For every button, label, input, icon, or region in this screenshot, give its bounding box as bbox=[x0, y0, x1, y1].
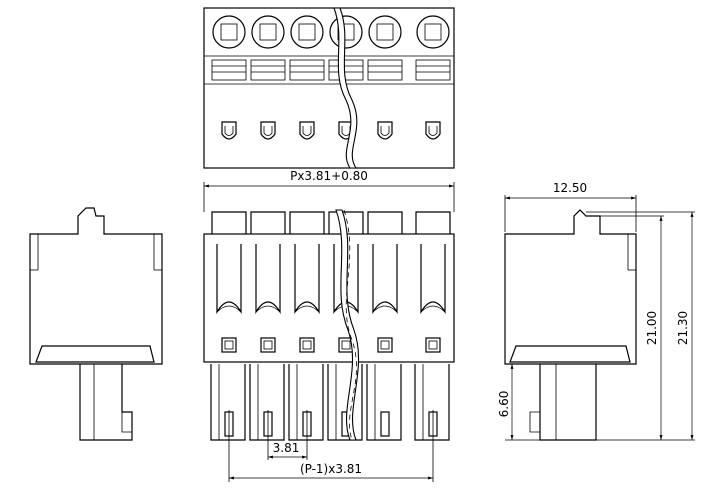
wire-entry-circle bbox=[368, 15, 402, 49]
pin-slot bbox=[299, 121, 315, 140]
right-side-view: 12.50 21.00 21.30 6.60 bbox=[497, 181, 695, 441]
pin-slot bbox=[425, 121, 441, 140]
screw-square bbox=[220, 23, 238, 41]
side-depth-label: 12.50 bbox=[553, 181, 587, 195]
wire-entry-circle bbox=[416, 15, 450, 49]
pin-slot bbox=[377, 121, 393, 140]
height-21-00-label: 21.00 bbox=[645, 311, 659, 345]
pin-housing bbox=[414, 364, 450, 441]
pitch-label: 3.81 bbox=[273, 441, 300, 455]
latch-rib bbox=[211, 59, 247, 81]
pin-housing bbox=[327, 364, 363, 441]
latch-rib bbox=[328, 59, 364, 81]
pitch-span-label: (P-1)x3.81 bbox=[300, 462, 362, 476]
pin-slot bbox=[260, 121, 276, 140]
contact-channel bbox=[255, 244, 281, 315]
latch-rib bbox=[289, 59, 325, 81]
pin-housing bbox=[288, 364, 324, 441]
contact-channel bbox=[372, 244, 398, 315]
pin-window bbox=[425, 337, 441, 353]
left-side-view bbox=[29, 207, 163, 441]
pin-window bbox=[221, 337, 237, 353]
wire-entry-circle bbox=[212, 15, 246, 49]
pin-housing bbox=[210, 364, 246, 441]
contact-channel bbox=[294, 244, 320, 315]
wire-entry-circle bbox=[290, 15, 324, 49]
latch-rib bbox=[415, 59, 451, 81]
latch-tab bbox=[250, 211, 286, 234]
pin-window bbox=[377, 337, 393, 353]
contact-channel bbox=[420, 244, 446, 315]
latch-rib bbox=[250, 59, 286, 81]
pitch-dimensions: 3.81 (P-1)x3.81 bbox=[228, 410, 434, 482]
screw-square bbox=[376, 23, 394, 41]
latch-tab bbox=[289, 211, 325, 234]
latch-tab bbox=[211, 211, 247, 234]
latch-tab bbox=[328, 211, 364, 234]
pin-window bbox=[260, 337, 276, 353]
front-view: Px3.81+0.80 bbox=[203, 169, 455, 441]
pin-housing bbox=[249, 364, 285, 441]
pin-window bbox=[299, 337, 315, 353]
screw-square bbox=[259, 23, 277, 41]
wire-entry-circle bbox=[329, 15, 363, 49]
latch-rib bbox=[367, 59, 403, 81]
pin-length-label: 6.60 bbox=[497, 391, 511, 418]
latch-tab bbox=[415, 211, 451, 234]
break-line bbox=[335, 209, 360, 441]
screw-square bbox=[337, 23, 355, 41]
pin-slot bbox=[221, 121, 237, 140]
contact-channel bbox=[216, 244, 242, 315]
overall-width-label: Px3.81+0.80 bbox=[290, 169, 368, 183]
latch-tab bbox=[367, 211, 403, 234]
height-21-30-label: 21.30 bbox=[676, 311, 690, 345]
pin bbox=[380, 411, 390, 437]
break-line bbox=[333, 7, 358, 169]
top-view bbox=[203, 7, 455, 169]
screw-square bbox=[298, 23, 316, 41]
wire-entry-circle bbox=[251, 15, 285, 49]
screw-square bbox=[424, 23, 442, 41]
pin-housing bbox=[366, 364, 402, 441]
